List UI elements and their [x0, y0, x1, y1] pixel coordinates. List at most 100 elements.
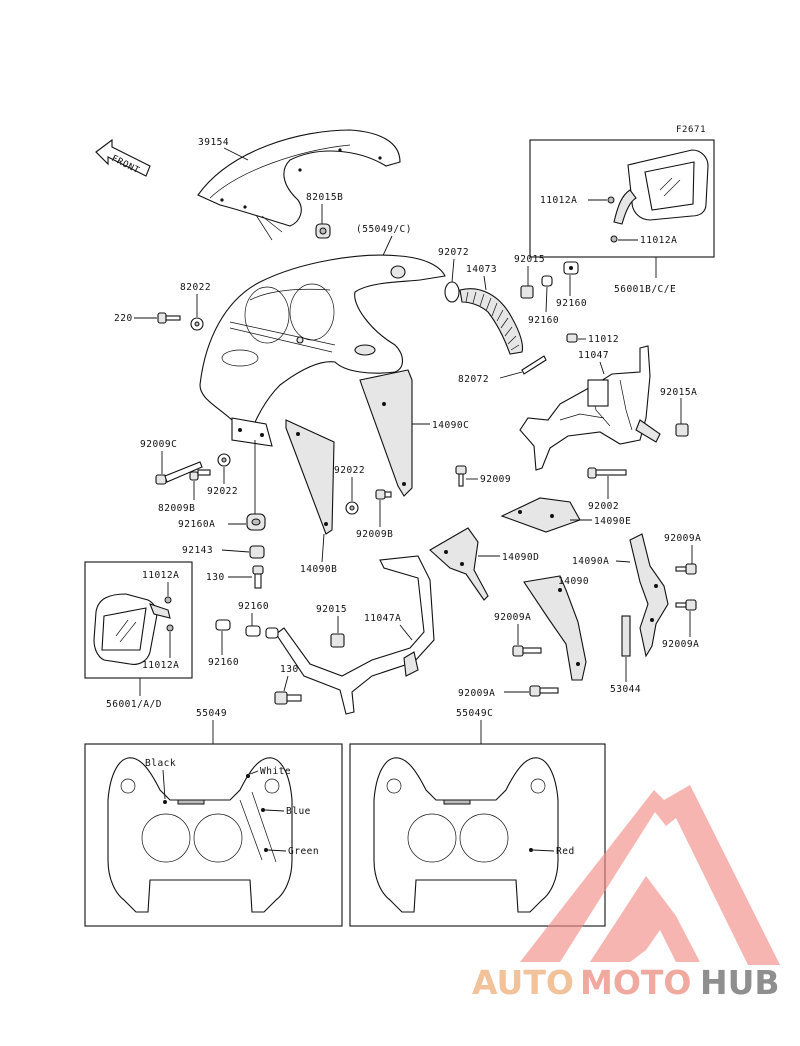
label-130-a: 130: [206, 572, 225, 583]
label-39154: 39154: [198, 137, 229, 148]
watermark-hub: HUB: [700, 963, 780, 1002]
label-220: 220: [114, 313, 133, 324]
nut-92015-mid-part: [330, 633, 345, 648]
label-56001b: 56001B/C/E: [614, 284, 676, 295]
panel-14090-part: [523, 575, 587, 681]
color-black-label: Black: [145, 758, 176, 769]
watermark-moto: MOTO: [580, 963, 691, 1002]
label-92143: 92143: [182, 545, 213, 556]
nut-11012-part: [566, 333, 578, 343]
inner-panel-14090b-part: [285, 419, 335, 535]
mirror-right-part: [613, 149, 709, 225]
inner-panel-14090c-part: [359, 369, 413, 497]
label-92160-c: 92160: [238, 601, 269, 612]
stay-11047a-part: [275, 555, 435, 715]
label-92009a-r2: 92009A: [662, 639, 699, 650]
collar-92143-part: [249, 545, 265, 559]
label-53044: 53044: [610, 684, 641, 695]
bolt-220-part: [157, 312, 181, 324]
nut-92015-part: [520, 285, 534, 299]
panel-14090a-part: [629, 533, 669, 658]
label-92009b: 92009B: [356, 529, 393, 540]
label-92022-m: 92022: [334, 465, 365, 476]
washer-92022-mid-part: [345, 501, 359, 515]
label-11012a-l2: 11012A: [142, 660, 179, 671]
washer-92022-left-part: [217, 453, 231, 467]
color-variant-box-left: [84, 743, 343, 927]
label-11047a: 11047A: [364, 613, 401, 624]
rubber-92160-part: [541, 261, 579, 287]
label-11012a-r1: 11012A: [540, 195, 577, 206]
label-92015-top: 92015: [514, 254, 545, 265]
label-92015a: 92015A: [660, 387, 697, 398]
grommet-82015b-part: [315, 223, 331, 239]
label-14090e: 14090E: [594, 516, 631, 527]
label-82072: 82072: [458, 374, 489, 385]
bolt-92009a-b-part: [529, 685, 559, 697]
mirror-left-part: [93, 593, 171, 665]
upper-cowl-cover-part: [197, 129, 401, 241]
bolt-92002-part: [587, 467, 627, 479]
mirror-left-box: [84, 561, 193, 679]
label-92009a-r1: 92009A: [664, 533, 701, 544]
clamp-82072-part: [521, 355, 547, 375]
bolt-92009a-m-part: [512, 645, 542, 657]
label-11012: 11012: [588, 334, 619, 345]
label-82022-top: 82022: [180, 282, 211, 293]
label-92072: 92072: [438, 247, 469, 258]
bolt-92009-part: [455, 465, 467, 487]
label-82015b: 82015B: [306, 192, 343, 203]
color-blue-label: Blue: [286, 806, 311, 817]
bolt-130-a-part: [252, 565, 264, 589]
label-92009c: 92009C: [140, 439, 177, 450]
bolt-92009a-r2-part: [675, 599, 697, 611]
clamp-92072-part: [444, 281, 460, 303]
label-92015-m: 92015: [316, 604, 347, 615]
label-14090: 14090: [558, 576, 589, 587]
label-56001a: 56001/A/D: [106, 699, 162, 710]
stay-11047-part: [519, 345, 661, 471]
label-92022-l: 92022: [207, 486, 238, 497]
washer-82022-part: [190, 317, 204, 331]
label-11012a-r2: 11012A: [640, 235, 677, 246]
strip-53044-part: [621, 615, 631, 657]
label-92160a: 92160A: [178, 519, 215, 530]
label-14090a: 14090A: [572, 556, 609, 567]
panel-14090e-part: [500, 497, 581, 533]
label-92160-b: 92160: [528, 315, 559, 326]
color-green-label: Green: [288, 846, 319, 857]
label-92160-a: 92160: [556, 298, 587, 309]
automotohub-logo: [520, 785, 780, 965]
figure-code: F2671: [676, 125, 706, 135]
label-14073: 14073: [466, 264, 497, 275]
label-55049: 55049: [196, 708, 227, 719]
label-14090c: 14090C: [432, 420, 469, 431]
label-11047: 11047: [578, 350, 609, 361]
rubber-92160-mid-part: [215, 619, 279, 639]
mirror-right-box: [529, 139, 715, 258]
bolt-92009b-part: [375, 489, 392, 500]
label-82009b: 82009B: [158, 503, 195, 514]
label-11012a-l1: 11012A: [142, 570, 179, 581]
label-92160-d: 92160: [208, 657, 239, 668]
label-92009a-m: 92009A: [494, 612, 531, 623]
color-white-label: White: [260, 766, 291, 777]
label-14090d: 14090D: [502, 552, 539, 563]
panel-14090d-part: [429, 527, 489, 601]
label-92009-m: 92009: [480, 474, 511, 485]
bolt-92009c-part: [155, 461, 203, 485]
label-14090b: 14090B: [300, 564, 337, 575]
watermark-auto: AUTO: [472, 963, 574, 1002]
bracket-left-part: [231, 417, 273, 514]
color-variant-box-right: [349, 743, 606, 927]
main-fairing-part: [199, 254, 446, 436]
label-92009a-b: 92009A: [458, 688, 495, 699]
front-arrow-icon: FRONT: [95, 138, 151, 177]
label-55049c-paren: (55049/C): [356, 224, 412, 235]
fairing-front-view-left: [107, 757, 293, 913]
nut-92015a-part: [675, 423, 689, 437]
fairing-front-view-right: [373, 757, 559, 913]
color-red-label: Red: [556, 846, 575, 857]
grommet-92160a-part: [246, 513, 266, 531]
